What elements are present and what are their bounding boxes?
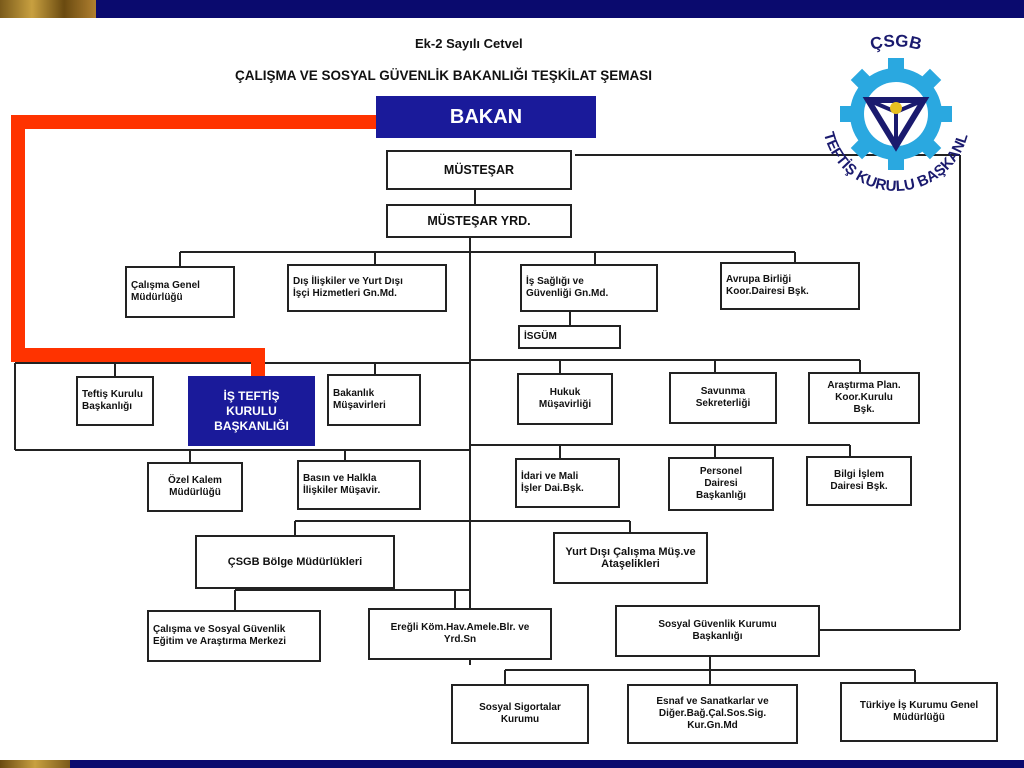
bottom-bar <box>0 760 1024 768</box>
mustesar-yrd-box: MÜSTEŞAR YRD. <box>386 204 572 238</box>
is-sagligi-box: İş Sağlığı ve Güvenliği Gn.Md. <box>520 264 658 312</box>
basin-halkla-box: Basın ve Halkla İlişkiler Müşavir. <box>297 460 421 510</box>
teftis-kurulu-box: Teftiş Kurulu Başkanlığı <box>76 376 154 426</box>
savunma-box: Savunma Sekreterliği <box>669 372 777 424</box>
logo-top-text: ÇSGB <box>868 31 923 54</box>
egitim-merkezi-box: Çalışma ve Sosyal Güvenlik Eğitim ve Ara… <box>147 610 321 662</box>
bakan-box: BAKAN <box>376 96 596 138</box>
mustesar-box: MÜSTEŞAR <box>386 150 572 190</box>
ozel-kalem-box: Özel Kalem Müdürlüğü <box>147 462 243 512</box>
iskur-box: Türkiye İş Kurumu Genel Müdürlüğü <box>840 682 998 742</box>
document-title: ÇALIŞMA VE SOSYAL GÜVENLİK BAKANLIĞI TEŞ… <box>235 68 653 83</box>
arastirma-plan-box: Araştırma Plan. Koor.Kurulu Bşk. <box>808 372 920 424</box>
bilgi-islem-box: Bilgi İşlem Dairesi Bşk. <box>806 456 912 506</box>
gear-emblem-icon: ÇSGB İŞ TEFTİŞ KURULU BAŞKANLIĞI <box>790 22 972 195</box>
ssk-box: Sosyal Sigortalar Kurumu <box>451 684 589 744</box>
corner-decoration <box>0 0 96 18</box>
personel-box: Personel Dairesi Başkanlığı <box>668 457 774 511</box>
corner-decoration-bottom <box>0 760 70 768</box>
top-bar <box>0 0 1024 18</box>
calisma-genel-box: Çalışma Genel Müdürlüğü <box>125 266 235 318</box>
eregli-box: Ereğli Köm.Hav.Amele.Blr. ve Yrd.Sn <box>368 608 552 660</box>
bakanlik-musavirleri-box: Bakanlık Müşavirleri <box>327 374 421 426</box>
isgum-box: İSGÜM <box>518 325 621 349</box>
is-teftis-box: İŞ TEFTİŞ KURULU BAŞKANLIĞI <box>188 376 315 446</box>
document-subtitle: Ek-2 Sayılı Cetvel <box>415 36 523 51</box>
dis-iliskiler-box: Dış İlişkiler ve Yurt Dışı İşçi Hizmetle… <box>287 264 447 312</box>
svg-text:ÇSGB: ÇSGB <box>868 31 923 54</box>
hukuk-box: Hukuk Müşavirliği <box>517 373 613 425</box>
idari-mali-box: İdari ve Mali İşler Dai.Bşk. <box>515 458 620 508</box>
sgk-box: Sosyal Güvenlik Kurumu Başkanlığı <box>615 605 820 657</box>
bagkur-box: Esnaf ve Sanatkarlar ve Diğer.Bağ.Çal.So… <box>627 684 798 744</box>
bolge-mudurlukleri-box: ÇSGB Bölge Müdürlükleri <box>195 535 395 589</box>
yurt-disi-calisma-box: Yurt Dışı Çalışma Müş.ve Ataşelikleri <box>553 532 708 584</box>
avrupa-birligi-box: Avrupa Birliği Koor.Dairesi Bşk. <box>720 262 860 310</box>
